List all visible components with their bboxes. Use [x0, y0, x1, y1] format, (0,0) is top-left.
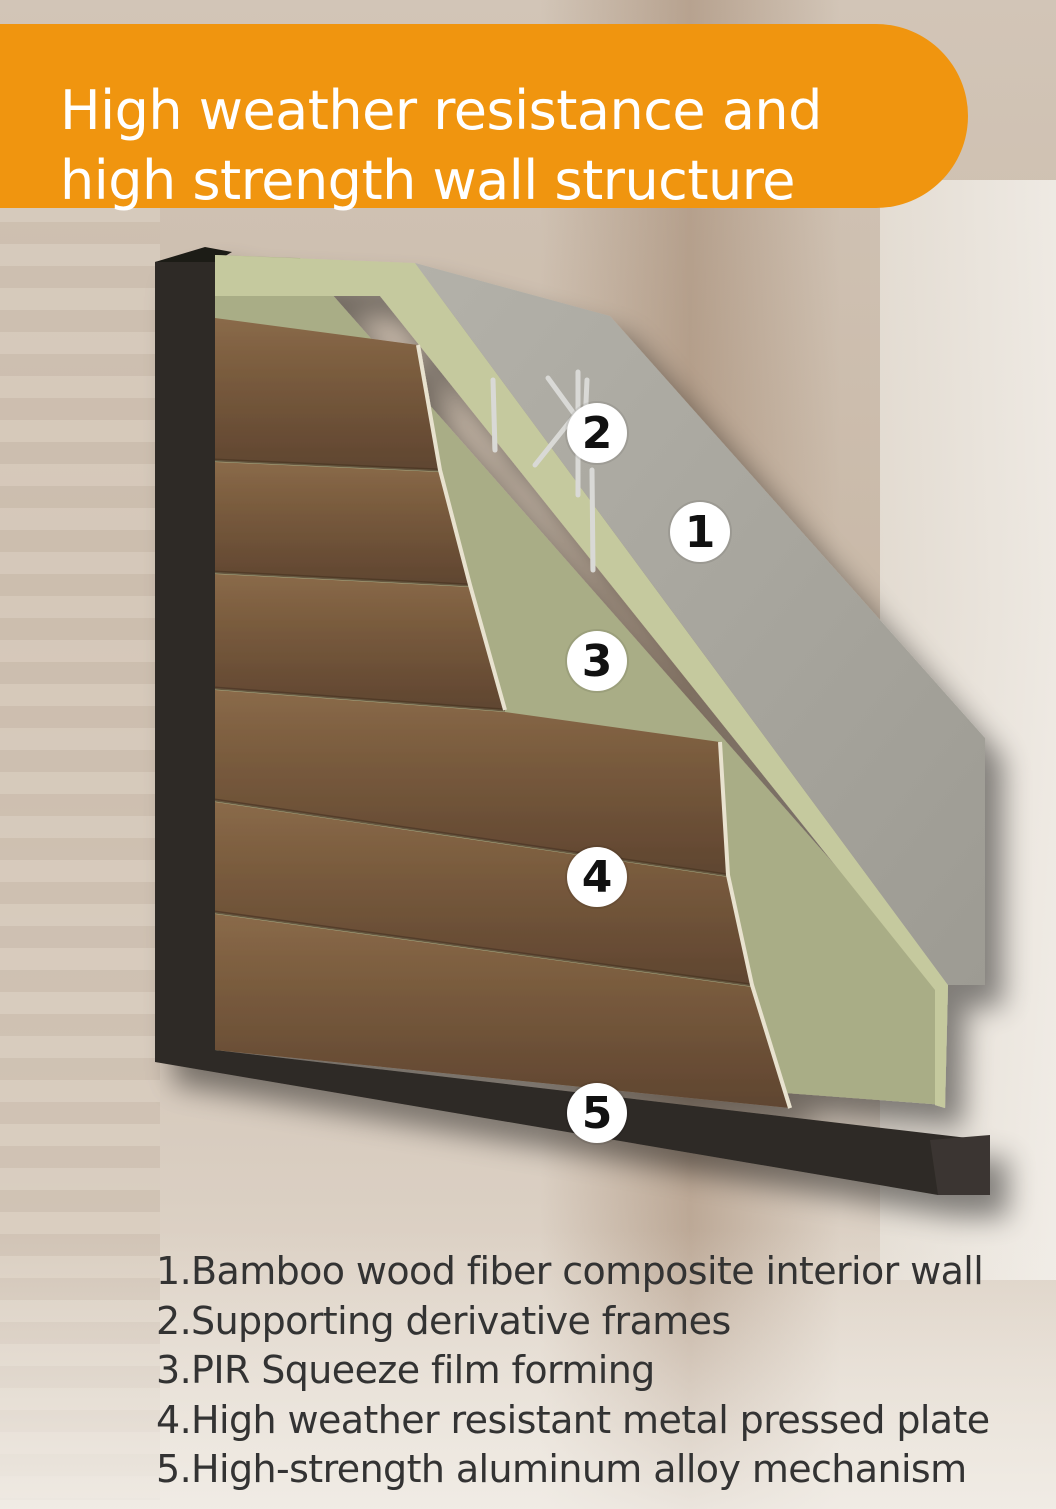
marker-1: 1 — [670, 502, 730, 562]
interior-wall-board — [415, 263, 985, 985]
metal-plates — [214, 318, 792, 1109]
legend-item-5: 5.High-strength aluminum alloy mechanism — [156, 1447, 967, 1491]
marker-2: 2 — [567, 403, 627, 463]
title-banner: High weather resistance and high strengt… — [0, 24, 968, 212]
marker-5: 5 — [567, 1083, 627, 1143]
title-line-1: High weather resistance and — [60, 79, 822, 142]
legend-item-4: 4.High weather resistant metal pressed p… — [156, 1397, 990, 1442]
frame-top-cap — [155, 247, 232, 262]
page-title: High weather resistance and high strengt… — [60, 76, 940, 216]
marker-3: 3 — [567, 631, 627, 691]
marker-4: 4 — [567, 847, 627, 907]
legend-item-2: 2.Supporting derivative frames — [156, 1298, 731, 1343]
legend: 1.Bamboo wood fiber composite interior w… — [156, 1247, 1046, 1495]
legend-item-3: 3.PIR Squeeze film forming — [156, 1348, 655, 1392]
legend-item-1: 1.Bamboo wood fiber composite interior w… — [156, 1249, 984, 1293]
title-line-2: high strength wall structure — [60, 149, 796, 212]
frame-end — [930, 1135, 990, 1195]
